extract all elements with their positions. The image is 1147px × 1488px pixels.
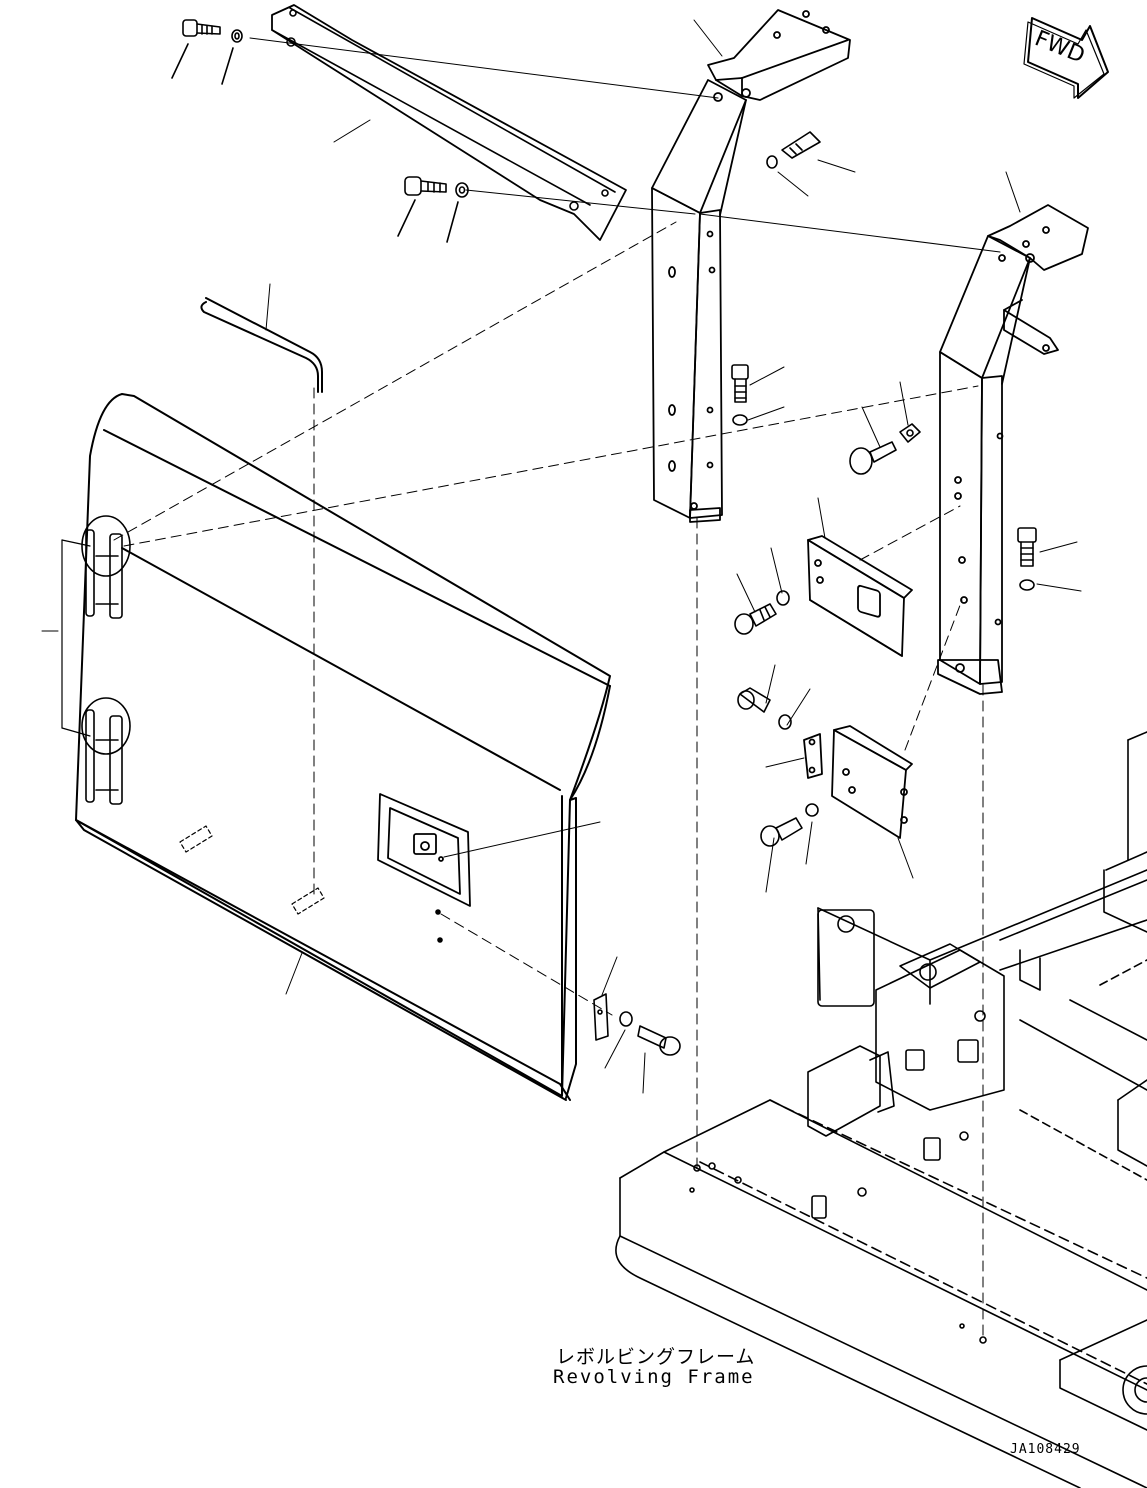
mounting-plate [807,535,913,657]
bolt-bracket-lower [760,803,819,847]
bolt-bracket-upper [737,687,792,730]
fwd-arrow-icon [1023,17,1109,99]
bolt-post-lower [731,364,749,426]
bolt-post-upper [766,131,821,169]
leader-lines [41,19,1082,1094]
revolving-frame-label-en: Revolving Frame [553,1366,755,1388]
door-hole-lower [437,937,443,943]
stay-rod [200,297,323,393]
bolt-mid-left [397,176,469,243]
door-panel [75,393,611,1101]
drawing-id: JA108429 [1010,1442,1081,1457]
door-slot-marks [179,825,325,915]
door-hole-upper [435,909,441,915]
bolt-plate [734,590,790,635]
lower-bracket [803,725,913,839]
hinge-bracket-callout [61,539,91,737]
top-bracket [271,4,627,241]
bolt-top-left [171,19,243,85]
right-post [937,204,1089,695]
revolving-frame-label-jp: レボルビングフレーム [556,1346,756,1368]
door-latch-handle [377,793,471,907]
striker-bolt [593,993,681,1056]
knob-bolt [849,423,921,475]
bolt-right-post [1017,527,1037,591]
revolving-frame [615,731,1147,1488]
dashed-lines [113,221,984,1341]
left-post [651,9,851,523]
hinge-upper [81,515,131,619]
hinge-lower [81,697,131,805]
